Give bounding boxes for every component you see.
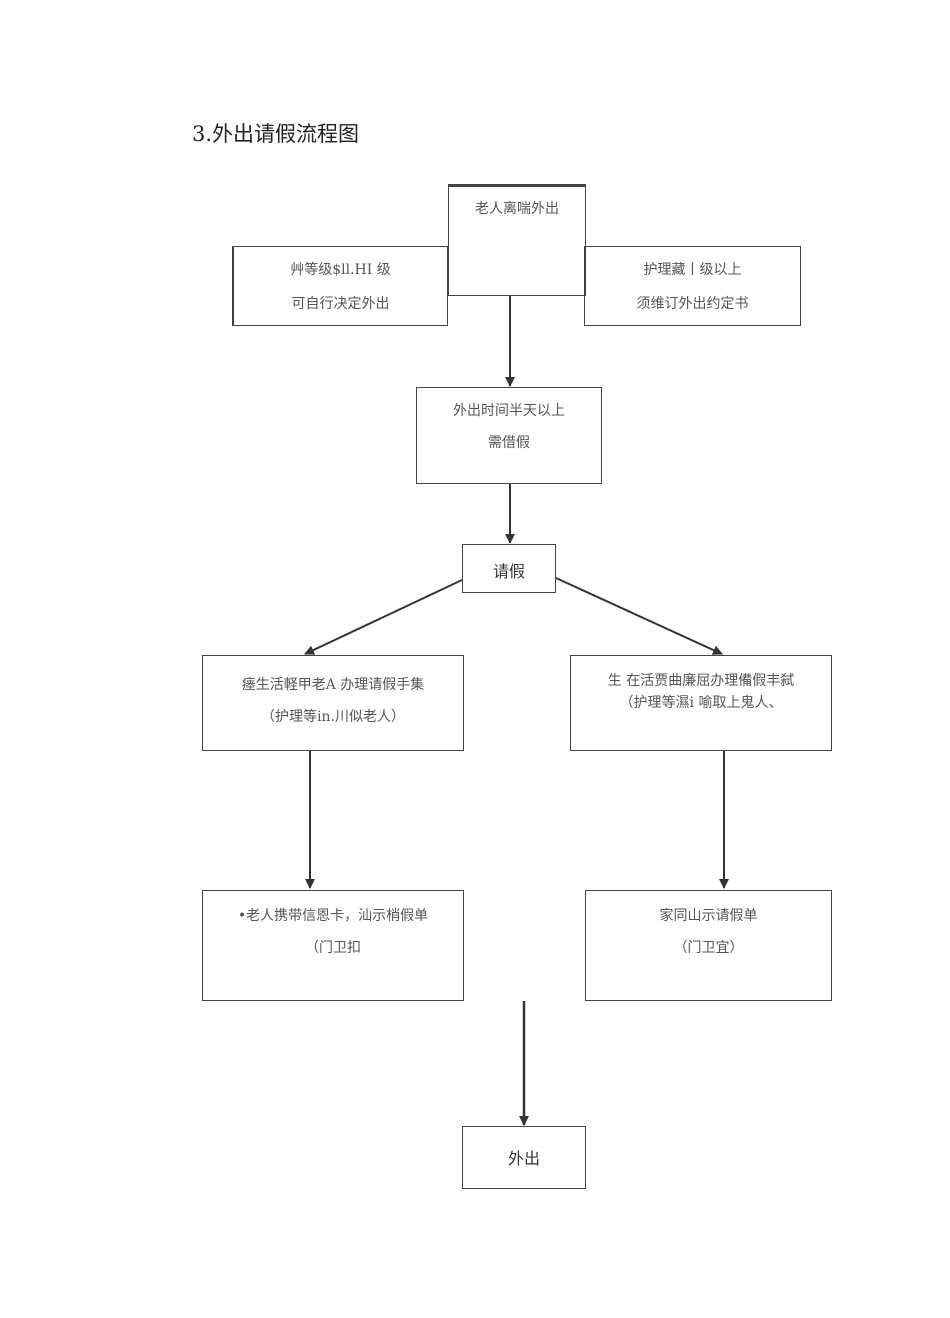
node-left-mid-line1: 瘗生活軽甲老A 办理请假手集 bbox=[241, 677, 425, 693]
node-left-top: 艸等级$ll.HI 级 可自行决定外出 bbox=[232, 246, 448, 326]
node-left-bottom: •老人携带信恩卡，汕示梢假单 （门卫扣 bbox=[202, 890, 464, 1001]
node-right-mid: 生 在活贾曲廉屈办理備假丰弑 （护理等濕i 喻取上鬼人、 bbox=[570, 655, 832, 751]
node-right-top: 护理藏丨级以上 须维订外出约定书 bbox=[584, 246, 801, 326]
node-right-bottom: 家同山示请假单 （门卫宜） bbox=[585, 890, 832, 1001]
node-end: 外出 bbox=[462, 1126, 586, 1189]
node-half-day-line1: 外出时间半天以上 bbox=[453, 403, 565, 419]
node-right-top-line1: 护理藏丨级以上 bbox=[643, 262, 742, 278]
node-left-bottom-line2: （门卫扣 bbox=[305, 940, 361, 956]
node-leave-line1: 请假 bbox=[492, 562, 525, 581]
node-half-day: 外出时间半天以上 需借假 bbox=[416, 387, 602, 484]
node-start: 老人离喘外出 bbox=[448, 184, 586, 296]
arrow-leave-to-right bbox=[555, 577, 723, 655]
node-half-day-line2: 需借假 bbox=[488, 435, 530, 451]
node-leave: 请假 bbox=[462, 544, 556, 593]
node-right-bottom-line1: 家同山示请假单 bbox=[659, 908, 758, 924]
node-left-mid: 瘗生活軽甲老A 办理请假手集 （护理等in.川似老人） bbox=[202, 655, 464, 751]
node-start-line1: 老人离喘外出 bbox=[475, 201, 559, 217]
node-right-mid-line2: （护理等濕i 喻取上鬼人、 bbox=[619, 695, 783, 711]
page-title: 3.外出请假流程图 bbox=[192, 122, 360, 146]
node-right-top-line2: 须维订外出约定书 bbox=[636, 296, 749, 312]
node-right-bottom-line2: （门卫宜） bbox=[673, 940, 744, 956]
node-left-top-line1: 艸等级$ll.HI 级 bbox=[290, 262, 391, 278]
node-left-top-line2: 可自行决定外出 bbox=[291, 296, 390, 312]
node-left-bottom-line1: •老人携带信恩卡，汕示梢假单 bbox=[237, 908, 429, 924]
node-end-line1: 外出 bbox=[507, 1149, 540, 1168]
node-left-mid-line2: （护理等in.川似老人） bbox=[261, 709, 405, 725]
node-right-mid-line1: 生 在活贾曲廉屈办理備假丰弑 bbox=[607, 673, 795, 689]
arrow-leave-to-left bbox=[304, 579, 463, 655]
